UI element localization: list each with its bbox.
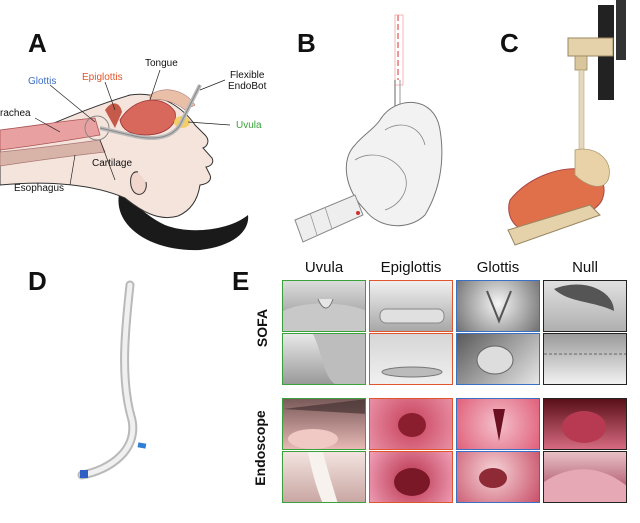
ear-shape	[130, 171, 147, 195]
label-esophagus: Esophagus	[14, 183, 65, 194]
sofa-epiglottis-tile-1	[369, 280, 453, 332]
label-glottis: Glottis	[28, 76, 57, 87]
label-trachea: rachea	[0, 108, 31, 119]
label-epiglottis: Epiglottis	[82, 72, 123, 83]
column-header-epiglottis: Epiglottis	[380, 259, 442, 276]
panel-label-c: C	[500, 28, 519, 58]
endoscope-epiglottis-tile-2	[369, 451, 453, 503]
epiglottis-shape	[105, 103, 122, 128]
sofa-uvula-tile-1	[282, 280, 366, 332]
column-header-glottis: Glottis	[476, 259, 520, 276]
row-header-sofa: SOFA	[254, 308, 270, 348]
phantom-head-shape	[345, 101, 443, 227]
endoscope-glottis-tile-1	[456, 398, 540, 450]
sofa-uvula-tile-2	[282, 333, 366, 385]
column-header-null: Null	[572, 259, 598, 276]
label-cartilage: Cartilage	[92, 158, 133, 169]
sofa-phantom-model	[294, 14, 443, 243]
row-header-endoscope: Endoscope	[252, 410, 268, 486]
sofa-null-tile-2	[543, 333, 627, 385]
esophagus-shape	[0, 139, 106, 167]
label-flexible-endobot: Flexible EndoBot	[228, 70, 267, 92]
physical-setup-model	[507, 0, 626, 246]
holder-block	[567, 37, 614, 57]
panel-label-e: E	[232, 266, 250, 296]
label-tongue: Tongue	[145, 58, 178, 69]
tongue-shape	[119, 99, 176, 136]
glottis-marker	[84, 115, 110, 141]
trachea-shape	[0, 117, 101, 151]
endoscope-uvula-tile-1	[282, 398, 366, 450]
sofa-glottis-tile-2	[456, 333, 540, 385]
endobot-tip	[80, 470, 88, 478]
panel-label-d: D	[28, 266, 47, 296]
sofa-null-tile-1	[543, 280, 627, 332]
label-uvula: Uvula	[236, 120, 262, 131]
endoscope-null-tile-1	[543, 398, 627, 450]
column-header-uvula: Uvula	[304, 259, 344, 276]
sofa-glottis-tile-1	[456, 280, 540, 332]
panel-label-a: A	[28, 28, 47, 58]
head-anatomy-illustration	[0, 69, 249, 251]
sofa-epiglottis-tile-2	[369, 333, 453, 385]
setup-base	[507, 204, 601, 246]
hair-shape	[118, 190, 249, 251]
flexible-endobot-render	[77, 280, 147, 480]
endoscope-uvula-tile-2	[282, 451, 366, 503]
panel-label-b: B	[297, 28, 316, 58]
endoscope-glottis-tile-2	[456, 451, 540, 503]
endoscope-epiglottis-tile-1	[369, 398, 453, 450]
endoscope-null-tile-2	[543, 451, 627, 503]
